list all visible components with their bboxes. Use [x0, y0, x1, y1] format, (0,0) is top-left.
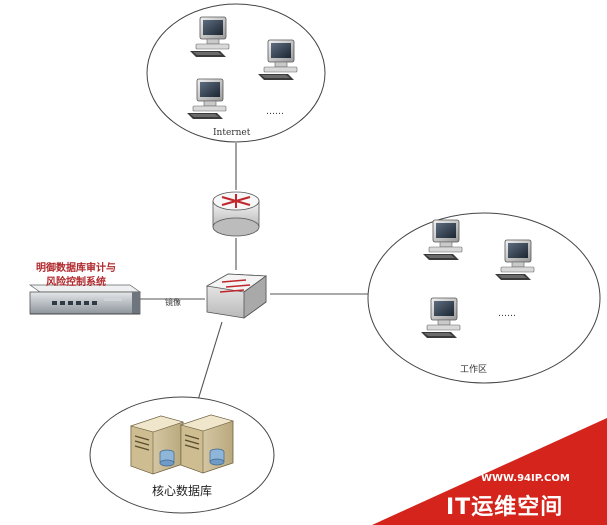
switch-icon: [205, 273, 268, 319]
watermark-banner: [372, 418, 607, 525]
links: [140, 143, 368, 401]
server-icon: [180, 414, 234, 474]
workarea-label: 工作区: [460, 365, 488, 375]
internet-label: Internet: [213, 128, 251, 138]
workarea-zone: [367, 212, 601, 384]
internet-more-label: ……: [266, 107, 284, 117]
link-switch-database: [197, 321, 223, 401]
server-icon: [130, 415, 184, 475]
database-label: 核心数据库: [152, 484, 213, 498]
mirror-link-label: 镜像: [165, 298, 181, 307]
watermark-url: WWW.94IP.COM: [481, 473, 570, 484]
router-icon: [212, 191, 260, 237]
watermark-brand: IT运维空间: [446, 495, 564, 520]
workarea-more-label: ……: [498, 309, 516, 319]
internet-zone: [146, 3, 326, 143]
appliance-name: 明御数据库审计与 风险控制系统: [36, 263, 116, 288]
audit-appliance-icon: [28, 284, 142, 315]
